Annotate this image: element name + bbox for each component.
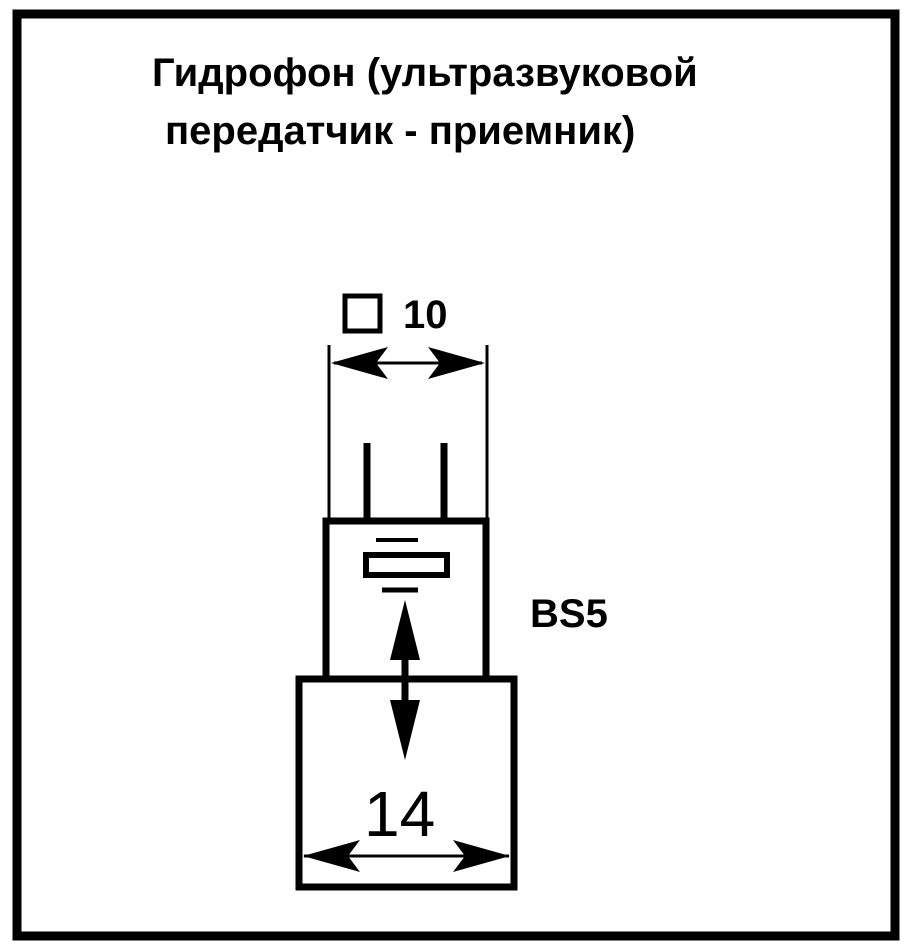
dim-top-arrowhead-left xyxy=(331,347,388,379)
dimension-bottom-value: 14 xyxy=(364,778,435,850)
wave-arrowhead-up xyxy=(390,600,420,660)
title-line-1: Гидрофон (ультразвуковой xyxy=(152,51,698,95)
dim-top-arrowhead-right xyxy=(428,347,485,379)
frame-border xyxy=(12,9,900,941)
dim-bottom-arrowhead-left xyxy=(303,840,360,872)
piezo-element xyxy=(363,552,450,578)
square-section-icon xyxy=(342,293,383,334)
wave-arrowhead-down xyxy=(390,700,420,760)
title-line-2: передатчик - приемник) xyxy=(165,109,635,153)
dim-bottom-arrowhead-right xyxy=(453,840,510,872)
component-label: BS5 xyxy=(530,592,608,636)
dimension-top-value: 10 xyxy=(403,293,448,337)
